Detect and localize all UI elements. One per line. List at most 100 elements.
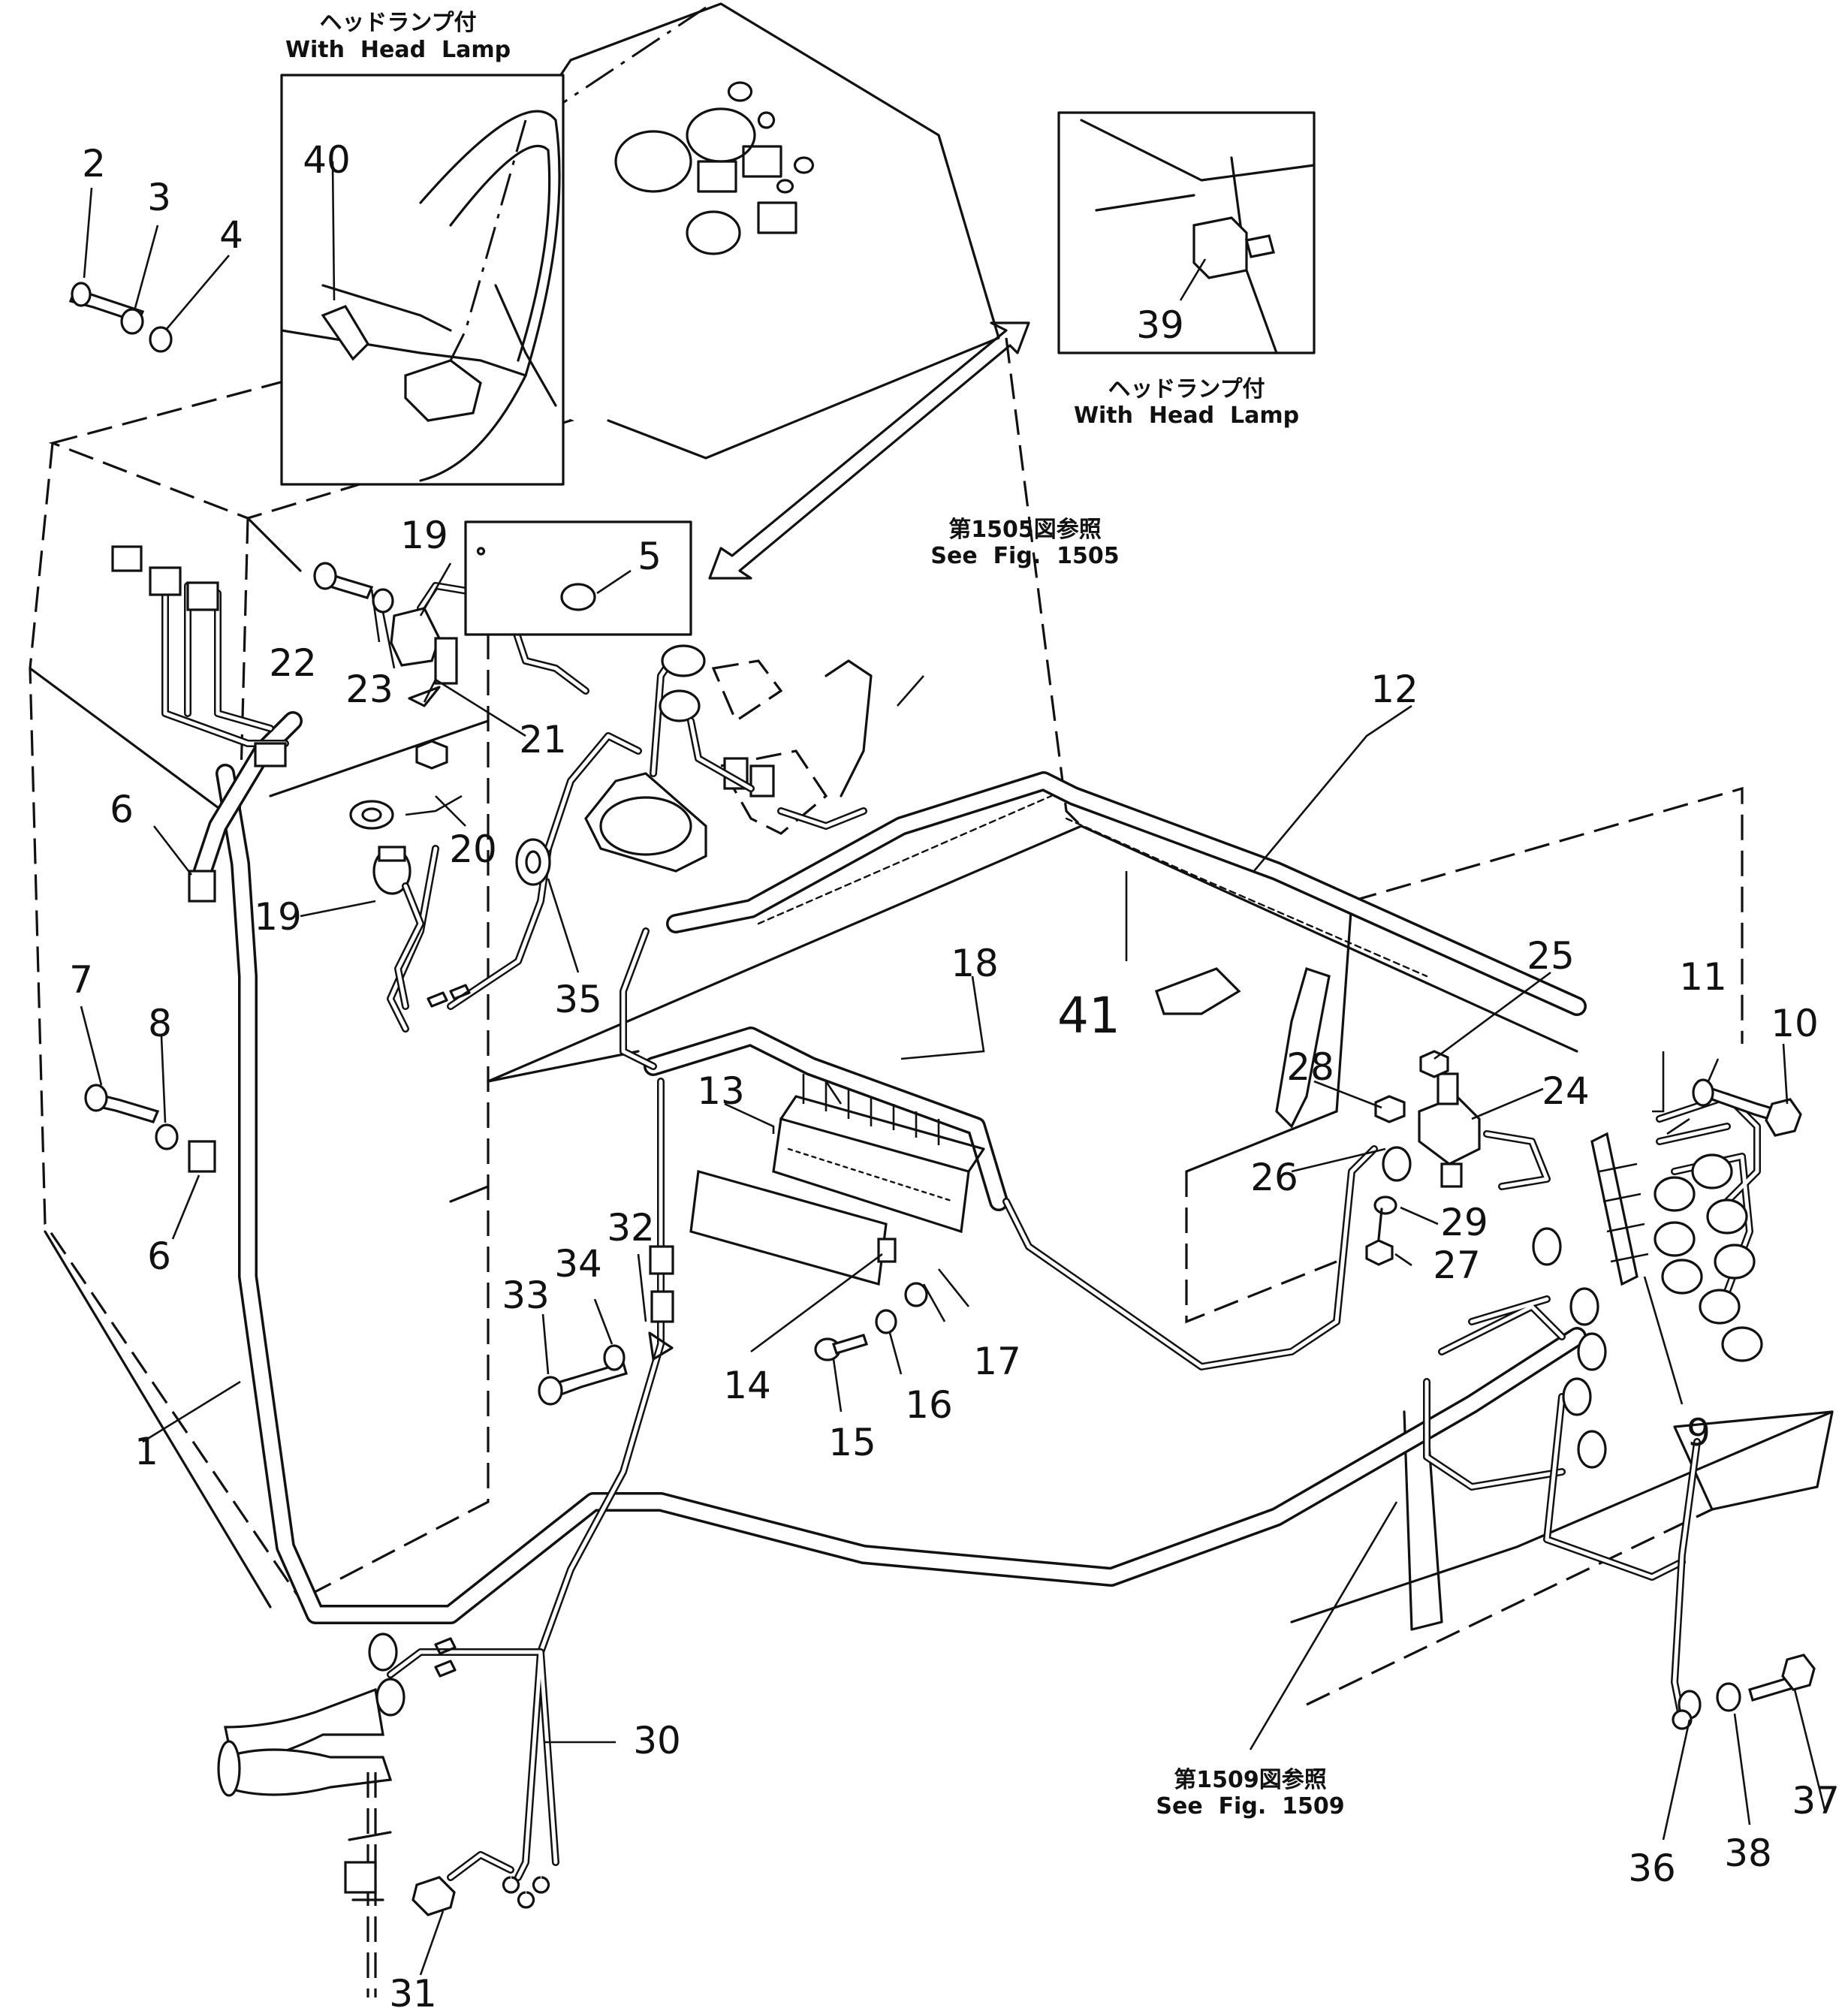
callout-12: 12 (1370, 668, 1418, 711)
callout-21: 21 (519, 718, 567, 761)
washer-17 (904, 1282, 928, 1307)
callout-11: 11 (1679, 955, 1727, 999)
callout-6-upper: 6 (110, 788, 134, 831)
detail-box-switch-40 (280, 74, 565, 486)
bolt-27 (1365, 1208, 1394, 1266)
washer-29 (1373, 1195, 1397, 1215)
callout-41: 41 (1057, 987, 1120, 1045)
washer-34 (603, 1344, 626, 1371)
callout-24: 24 (1542, 1069, 1590, 1113)
branch-wires (161, 582, 1761, 1881)
terminal-block-9 (1590, 1132, 1649, 1286)
callout-27: 27 (1433, 1244, 1481, 1287)
callout-5: 5 (638, 535, 662, 578)
callout-2: 2 (82, 142, 106, 185)
note-head-lamp-right-en: With Head Lamp (1074, 403, 1299, 429)
horn-assembly (217, 1633, 457, 1797)
grommet-35 (515, 838, 551, 886)
dashboard-plugs (659, 644, 873, 835)
callout-10: 10 (1771, 1002, 1819, 1045)
callout-9: 9 (1687, 1411, 1711, 1455)
clamp-6-lower (188, 1140, 216, 1173)
note-fig1505-jp: 第1505図参照 (948, 517, 1102, 543)
dashboard-console-outline (494, 2, 1000, 460)
part-26 (1382, 1146, 1412, 1182)
double-arrow (708, 321, 1030, 580)
callout-34: 34 (554, 1242, 602, 1286)
main-wiring-harness (193, 711, 1587, 1624)
leader-lines (80, 187, 1826, 1976)
nut-20 (349, 740, 463, 830)
note-fig1509-jp: 第1509図参照 (1174, 1767, 1327, 1793)
fuse-cover-13 (689, 1169, 888, 1286)
callout-19-upper: 19 (400, 514, 448, 557)
washer-8 (155, 1123, 179, 1150)
relay-24 (1418, 1072, 1481, 1188)
callout-7: 7 (69, 958, 93, 1002)
callout-1: 1 (134, 1430, 158, 1473)
bracket-left-bottom (344, 1772, 392, 1997)
callout-numbers: 1 2 3 4 5 6 6 7 8 9 10 11 12 13 14 15 16… (69, 138, 1840, 2011)
callout-6-lower: 6 (147, 1235, 171, 1278)
screw-15 (814, 1334, 869, 1361)
callout-31: 31 (389, 1972, 437, 2011)
callout-39: 39 (1136, 303, 1184, 347)
callout-37: 37 (1792, 1779, 1840, 1823)
clamp-6-upper (188, 870, 216, 903)
nut-25 (1419, 1050, 1449, 1078)
callout-35: 35 (554, 978, 602, 1021)
bolt-33 (538, 1361, 628, 1406)
ground-strap-36 (1672, 1690, 1702, 1730)
boot-grommet (584, 650, 707, 873)
callout-15: 15 (828, 1421, 876, 1464)
bolt-37 (1748, 1654, 1816, 1702)
washer-3 (120, 308, 144, 335)
fuse-box-18 (772, 1074, 985, 1234)
washer-16 (875, 1309, 897, 1334)
callout-40: 40 (303, 138, 351, 182)
callout-33: 33 (502, 1274, 550, 1317)
clip-14 (877, 1238, 897, 1263)
note-see-fig-1509: 第1509図参照 See Fig. 1509 (1156, 1767, 1344, 1820)
handle-41 (1154, 966, 1331, 1129)
note-head-lamp-top-jp: ヘッドランプ付 (319, 10, 476, 36)
callout-16: 16 (905, 1383, 953, 1427)
note-head-lamp-top: ヘッドランプ付 With Head Lamp (285, 10, 511, 63)
callout-36: 36 (1628, 1847, 1676, 1890)
callout-25: 25 (1527, 934, 1575, 978)
callout-8: 8 (148, 1002, 172, 1045)
sensor-31 (412, 1876, 550, 1916)
note-see-fig-1505: 第1505図参照 See Fig. 1505 (930, 517, 1119, 569)
connector-plugs-right (1532, 1153, 1763, 1469)
switch-19-lower (372, 846, 471, 1010)
callout-22: 22 (269, 641, 317, 685)
callout-14: 14 (723, 1364, 771, 1407)
note-head-lamp-right: ヘッドランプ付 With Head Lamp (1074, 376, 1299, 429)
callout-38: 38 (1724, 1832, 1772, 1875)
callout-30: 30 (633, 1719, 681, 1762)
connector-32 (648, 1245, 674, 1361)
washer-23 (372, 588, 394, 614)
callout-29: 29 (1440, 1201, 1488, 1244)
washer-11 (1692, 1078, 1714, 1107)
detail-box-grommet-5 (464, 520, 692, 636)
left-connectors (111, 545, 287, 767)
bolt-22 (313, 562, 374, 599)
callout-28: 28 (1286, 1045, 1334, 1089)
callout-3: 3 (147, 176, 171, 219)
callout-26: 26 (1250, 1156, 1298, 1199)
washer-38 (1716, 1682, 1741, 1712)
note-head-lamp-top-en: With Head Lamp (285, 37, 511, 63)
callout-4: 4 (219, 213, 243, 257)
callout-20: 20 (449, 828, 497, 871)
nut-28 (1374, 1095, 1406, 1123)
callout-13: 13 (697, 1069, 745, 1113)
bolt-7 (84, 1084, 160, 1123)
washer-4 (149, 326, 173, 353)
callout-18: 18 (951, 942, 999, 985)
callout-32: 32 (607, 1206, 655, 1250)
detail-box-switch-39 (1057, 111, 1316, 354)
switch-19-upper (390, 607, 458, 707)
note-fig1505-en: See Fig. 1505 (930, 543, 1119, 569)
